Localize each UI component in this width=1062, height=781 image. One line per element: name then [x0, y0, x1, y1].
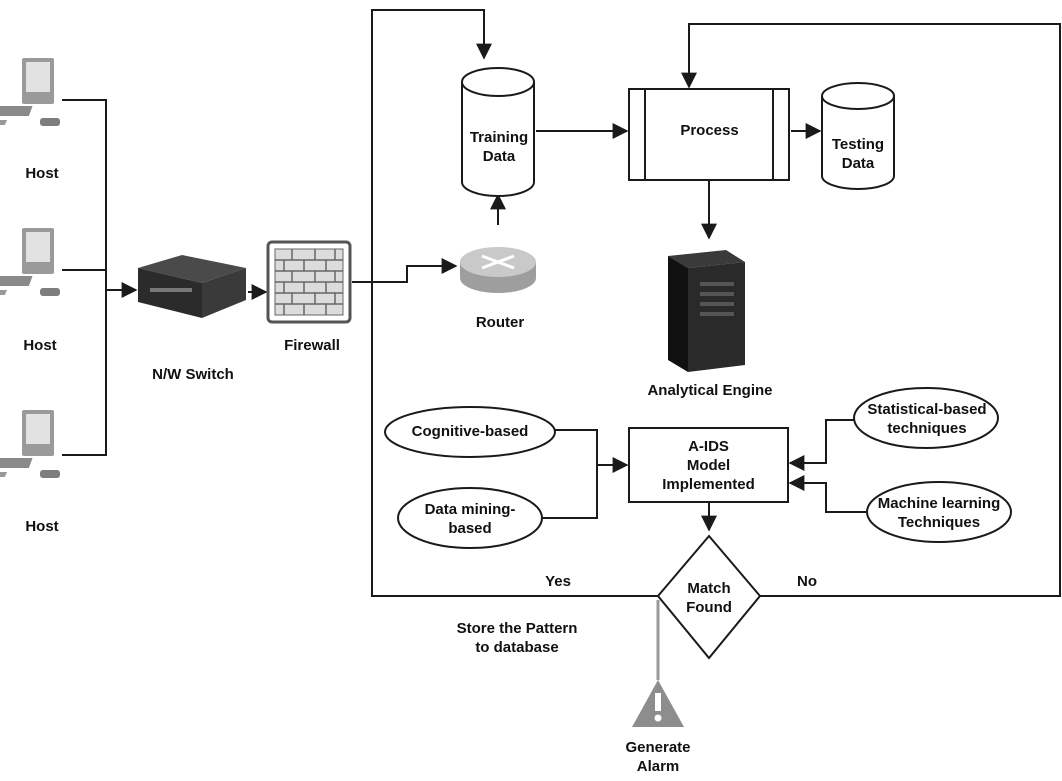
process-box: [628, 88, 790, 181]
statistical-label: Statistical-based techniques: [867, 401, 987, 437]
host-2-icon: [0, 228, 61, 296]
testing-data-label: Testing Data: [831, 136, 885, 172]
edge-yes-loop-to-training: [371, 9, 658, 597]
data-mining-label: Data mining- based: [424, 501, 516, 537]
no-label: No: [797, 573, 817, 590]
switch-label: N/W Switch: [152, 366, 234, 383]
firewall-label: Firewall: [284, 337, 340, 354]
host-2-label: Host: [23, 337, 57, 354]
firewall-icon: [266, 240, 352, 324]
aids-model-box: [628, 427, 789, 503]
edge-ml-to-aids: [788, 475, 867, 513]
aids-label: A-IDS Model Implemented: [662, 438, 755, 493]
engine-label: Analytical Engine: [647, 382, 773, 399]
cognitive-label: Cognitive-based: [411, 423, 529, 440]
host-1-label: Host: [25, 165, 59, 182]
match-found-decision: [656, 534, 762, 660]
host-3-icon: [0, 410, 61, 478]
ml-label: Machine learning Techniques: [877, 495, 1001, 531]
alarm-label: Generate Alarm: [625, 739, 691, 775]
edge-cognitive-to-aids: [555, 429, 629, 473]
edge-statistical-to-aids: [788, 419, 854, 471]
network-switch-icon: [138, 255, 246, 318]
analytical-engine-server-icon: [668, 250, 745, 372]
store-pattern-label: Store the Pattern to database: [456, 620, 578, 656]
yes-label: Yes: [545, 573, 571, 590]
training-data-label: Training Data: [469, 129, 529, 165]
host-1-icon: [0, 58, 61, 126]
router-icon: [460, 247, 536, 293]
statistical-ellipse: [853, 387, 999, 449]
edge-host-bus: [62, 99, 107, 456]
decision-label: Match Found: [686, 580, 732, 616]
warning-alarm-icon: [632, 680, 684, 727]
process-label: Process: [680, 122, 739, 139]
host-3-label: Host: [25, 518, 59, 535]
edge-datamining-to-aids: [542, 465, 598, 519]
testing-data-db: [821, 82, 895, 190]
edge-firewall-to-router: [352, 258, 458, 283]
router-label: Router: [475, 314, 525, 331]
training-data-db: [461, 67, 535, 197]
cognitive-based-ellipse: [384, 406, 556, 458]
edge-no-loop-to-process: [681, 23, 1061, 597]
